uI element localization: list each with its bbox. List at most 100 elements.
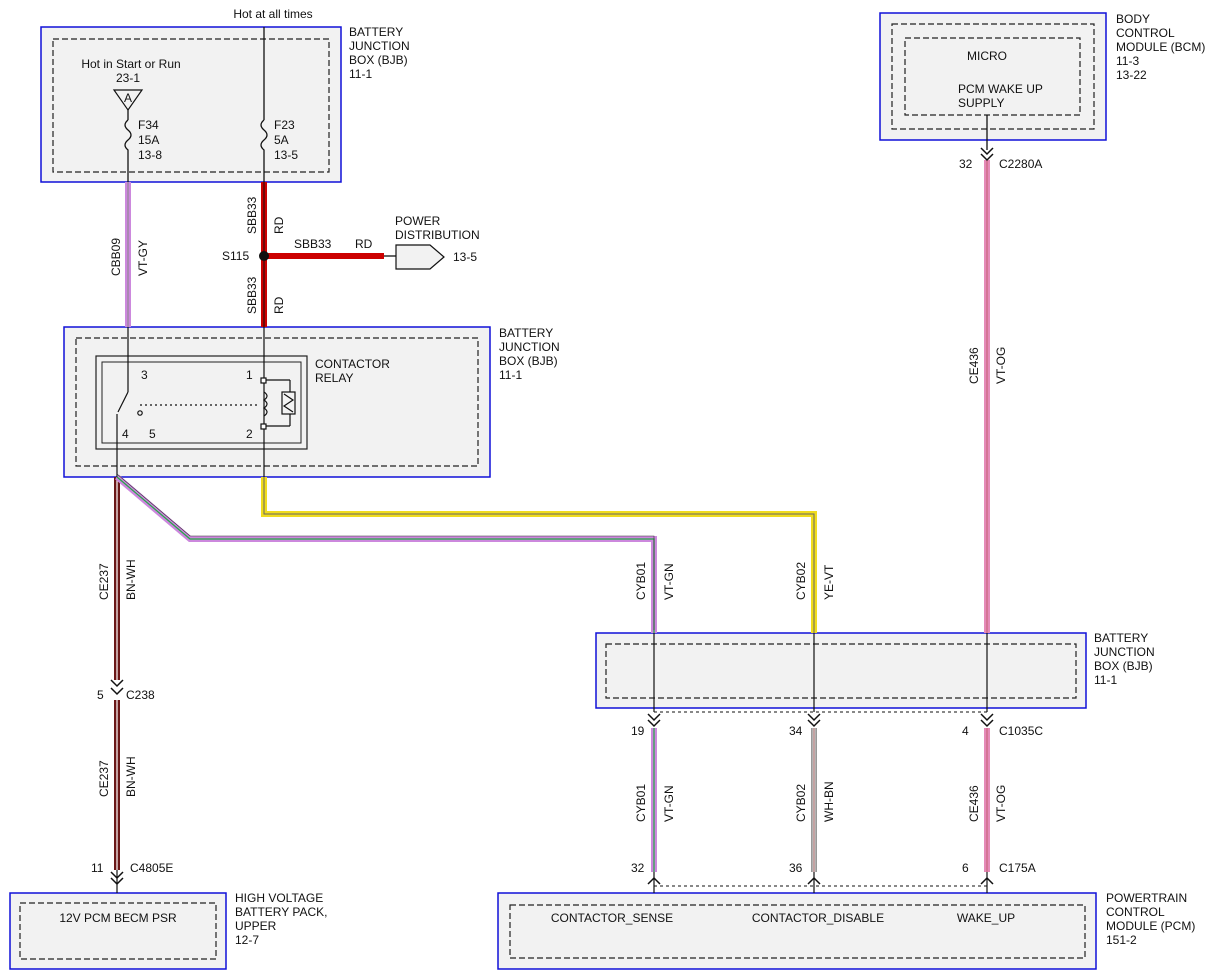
c1035c-pin-19: 19: [631, 724, 645, 738]
pcm-contactor-disable: CONTACTOR_DISABLE: [752, 911, 884, 925]
pcm-wake-up: WAKE_UP: [957, 911, 1015, 925]
power-dist-l2: DISTRIBUTION: [395, 228, 480, 242]
c1035c-name: C1035C: [999, 724, 1043, 738]
fuse-f23-icon: [260, 119, 268, 155]
hv-title-2: BATTERY PACK,: [235, 905, 327, 919]
power-dist-ref: 13-5: [453, 250, 477, 264]
cyb02-b-circuit: CYB02: [794, 784, 808, 822]
ce237-a-circuit: CE237: [97, 563, 111, 600]
pcm-contactor-sense: CONTACTOR_SENSE: [551, 911, 673, 925]
relay-pin-4: 4: [122, 427, 129, 441]
c175a-name: C175A: [999, 861, 1036, 875]
bcm-ref-1: 11-3: [1116, 54, 1139, 68]
hv-title: HIGH VOLTAGE: [235, 891, 323, 905]
f23-name: F23: [274, 118, 295, 132]
bjb-right-ref: 11-1: [1094, 673, 1117, 687]
cyb01-b-circuit: CYB01: [634, 784, 648, 822]
bjb-top-module: [40, 26, 342, 183]
relay-pin-5: 5: [149, 427, 156, 441]
relay-name-2: RELAY: [315, 371, 353, 385]
splice-s115: [259, 251, 269, 261]
hv-battery-module: [9, 892, 227, 970]
sbb33-h-color: RD: [355, 237, 373, 251]
sbb33-a-circuit: SBB33: [245, 196, 259, 234]
bjb-mid-title: BATTERY: [499, 326, 553, 340]
ce436-b-color: VT-OG: [994, 785, 1008, 822]
f34-source-ref: 23-1: [116, 71, 140, 85]
c1035c-pin-34: 34: [789, 724, 803, 738]
bcm-title: BODY: [1116, 12, 1150, 26]
splice-name: S115: [222, 249, 249, 263]
cbb09-color: VT-GY: [136, 240, 150, 276]
cyb01-a-circuit: CYB01: [634, 562, 648, 600]
connector-c2280a-icon: [980, 147, 994, 162]
pcm-title: POWERTRAIN: [1106, 891, 1187, 905]
cyb01-a-color: VT-GN: [662, 563, 676, 600]
bjb-mid-title-2: JUNCTION: [499, 340, 560, 354]
bjb-top-title-2: JUNCTION: [349, 39, 410, 53]
bcm-wake-1: PCM WAKE UP: [958, 82, 1043, 96]
f34-name: F34: [138, 118, 159, 132]
power-distribution-connector: [395, 244, 445, 270]
f34-tag: A: [124, 91, 132, 105]
c2280a-pin: 32: [959, 157, 973, 171]
bjb-mid-ref: 11-1: [499, 368, 522, 382]
bjb-top-title: BATTERY: [349, 25, 403, 39]
c238-name: C238: [126, 688, 155, 702]
c4805e-pin: 11: [91, 861, 104, 875]
bjb-mid-module: [63, 326, 491, 478]
sbb33-h-circuit: SBB33: [294, 237, 332, 251]
f34-ref: 13-8: [138, 148, 162, 162]
relay-name-1: CONTACTOR: [315, 357, 390, 371]
sbb33-b-circuit: SBB33: [245, 276, 259, 314]
c1035c-pin-4: 4: [962, 724, 969, 738]
c238-pin: 5: [97, 688, 104, 702]
relay-pin-2: 2: [246, 427, 253, 441]
f23-rating: 5A: [274, 133, 289, 147]
pcm-title-3: MODULE (PCM): [1106, 919, 1195, 933]
bjb-top-title-3: BOX (BJB): [349, 53, 408, 67]
sbb33-a-color: RD: [272, 216, 286, 234]
pcm-module: [497, 892, 1097, 970]
ce237-b-circuit: CE237: [97, 760, 111, 797]
c175a-pin-6: 6: [962, 861, 969, 875]
bcm-micro: MICRO: [967, 49, 1007, 63]
power-dist-l1: POWER: [395, 214, 441, 228]
connector-c175a-icon: [647, 876, 994, 885]
bcm-ref-2: 13-22: [1116, 68, 1147, 82]
pcm-ref: 151-2: [1106, 933, 1137, 947]
wire-cyb02-upper: [261, 477, 817, 633]
bjb-mid-title-3: BOX (BJB): [499, 354, 558, 368]
hv-title-3: UPPER: [235, 919, 277, 933]
cyb02-a-color: YE-VT: [822, 564, 836, 600]
c2280a-name: C2280A: [999, 157, 1042, 171]
sbb33-b-color: RD: [272, 296, 286, 314]
cbb09-circuit: CBB09: [109, 238, 123, 276]
pcm-title-2: CONTROL: [1106, 905, 1165, 919]
cyb02-a-circuit: CYB02: [794, 562, 808, 600]
bjb-right-title-3: BOX (BJB): [1094, 659, 1153, 673]
hv-ref: 12-7: [235, 933, 259, 947]
connector-c1035c-icon: [647, 713, 994, 728]
hv-inner-label: 12V PCM BECM PSR: [59, 911, 177, 925]
wire-cyb01-upper: [115, 473, 657, 633]
f23-ref: 13-5: [274, 148, 298, 162]
source-tag-a-icon: [112, 89, 144, 112]
ce237-b-color: BN-WH: [124, 756, 138, 797]
f34-source: Hot in Start or Run: [81, 57, 180, 71]
hot-at-all-times: Hot at all times: [233, 7, 312, 21]
fuse-f34-icon: [124, 119, 132, 155]
bjb-right-module: [595, 632, 1087, 709]
connector-c4805e-icon: [110, 871, 124, 886]
ce436-b-circuit: CE436: [967, 785, 981, 822]
bcm-wake-2: SUPPLY: [958, 96, 1004, 110]
cyb01-b-color: VT-GN: [662, 785, 676, 822]
bcm-module: [879, 12, 1107, 141]
bcm-title-3: MODULE (BCM): [1116, 40, 1205, 54]
cyb02-b-color: WH-BN: [822, 781, 836, 822]
f34-rating: 15A: [138, 133, 159, 147]
relay-internals: [116, 327, 296, 477]
bjb-top-ref: 11-1: [349, 67, 372, 81]
connector-c238-icon: [110, 679, 124, 696]
